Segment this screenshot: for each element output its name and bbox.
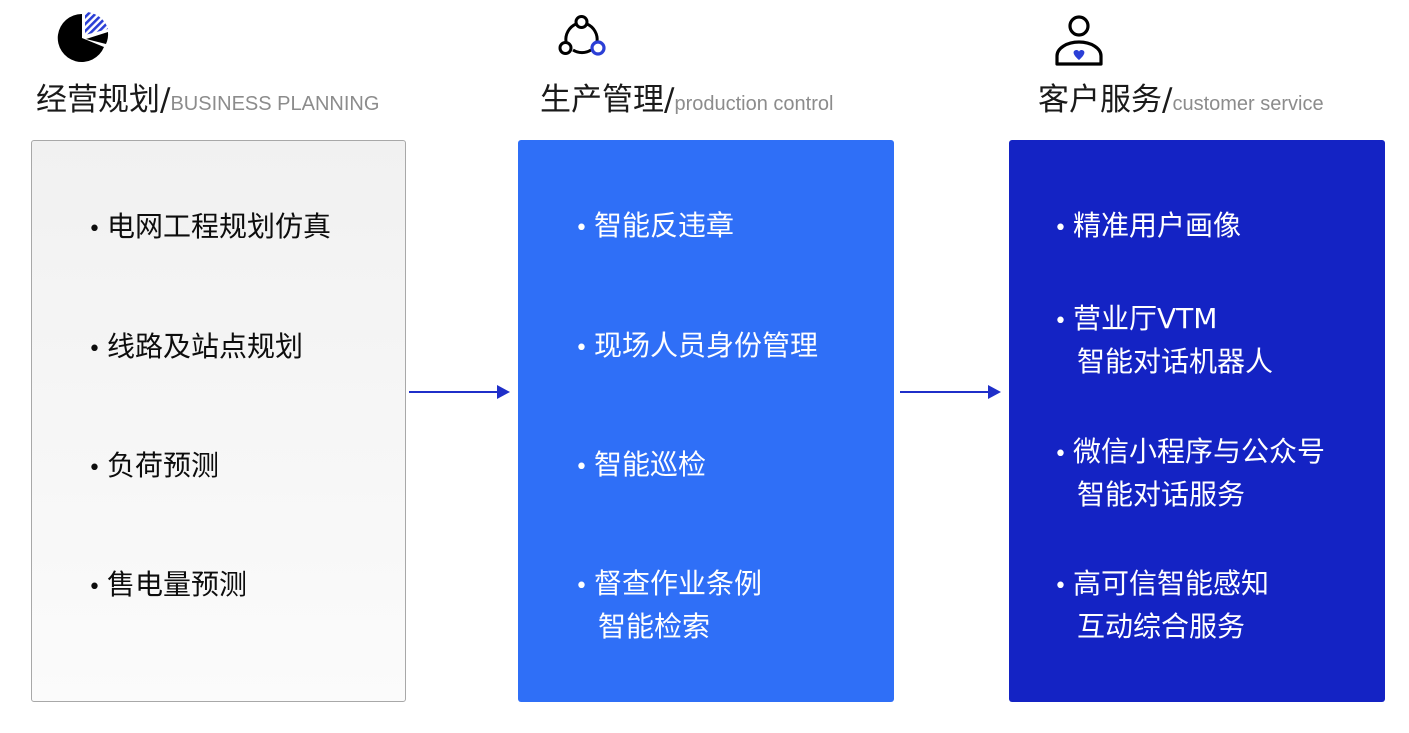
item-text: 现场人员身份管理 [594, 329, 819, 362]
list-item: •智能巡检 [575, 445, 706, 488]
heading-zh: 生产管理/ [540, 82, 675, 118]
bullet: • [88, 575, 101, 600]
item-text: 智能反违章 [594, 209, 735, 242]
item-text-line2: 互动综合服务 [1077, 610, 1246, 643]
heading-zh: 客户服务/ [1038, 82, 1173, 118]
bullet: • [575, 455, 588, 480]
item-text: 营业厅VTM [1073, 302, 1218, 335]
item-text: 精准用户画像 [1073, 209, 1242, 242]
list-item: •售电量预测 [88, 565, 247, 608]
pie-chart-icon [55, 10, 111, 66]
bullet: • [88, 456, 101, 481]
item-text: 负荷预测 [107, 449, 220, 482]
item-text-line2: 智能检索 [598, 610, 711, 643]
panel-customer-service: •精准用户画像 •营业厅VTM 智能对话机器人 •微信小程序与公众号 智能对话服… [1009, 140, 1385, 702]
column-heading-planning: 经营规划/BUSINESS PLANNING [36, 80, 379, 125]
flow-arrow-2 [900, 382, 1002, 402]
list-item: •现场人员身份管理 [575, 326, 818, 369]
heading-en: BUSINESS PLANNING [170, 93, 380, 115]
bullet: • [88, 217, 101, 242]
list-item: •负荷预测 [88, 446, 219, 489]
list-item: •线路及站点规划 [88, 327, 303, 370]
list-item: •精准用户画像 [1054, 206, 1241, 249]
item-text-line2: 智能对话机器人 [1077, 345, 1274, 378]
item-text-line2: 智能对话服务 [1077, 478, 1246, 511]
list-item: •营业厅VTM 智能对话机器人 [1054, 299, 1273, 382]
bullet: • [575, 574, 588, 599]
item-text: 售电量预测 [107, 568, 248, 601]
bullet: • [88, 337, 101, 362]
list-item: •智能反违章 [575, 206, 734, 249]
network-cycle-icon [554, 10, 610, 66]
column-heading-production: 生产管理/production control [540, 80, 833, 125]
item-text: 智能巡检 [594, 448, 707, 481]
heading-en: production control [674, 93, 834, 115]
bullet: • [1054, 442, 1067, 467]
item-text: 线路及站点规划 [107, 330, 304, 363]
bullet: • [1054, 309, 1067, 334]
panel-business-planning: •电网工程规划仿真 •线路及站点规划 •负荷预测 •售电量预测 [31, 140, 406, 702]
list-item: •高可信智能感知 互动综合服务 [1054, 564, 1269, 647]
list-item: •电网工程规划仿真 [88, 207, 331, 250]
bullet: • [575, 216, 588, 241]
column-heading-service: 客户服务/customer service [1038, 80, 1324, 125]
item-text: 督查作业条例 [594, 567, 763, 600]
customer-heart-icon [1051, 10, 1107, 66]
item-text: 电网工程规划仿真 [107, 210, 332, 243]
flow-arrow-1 [409, 382, 511, 402]
heading-zh: 经营规划/ [36, 82, 171, 118]
panel-production-control: •智能反违章 •现场人员身份管理 •智能巡检 •督查作业条例 智能检索 [518, 140, 894, 702]
bullet: • [1054, 574, 1067, 599]
list-item: •微信小程序与公众号 智能对话服务 [1054, 432, 1325, 515]
list-item: •督查作业条例 智能检索 [575, 564, 762, 647]
item-text: 微信小程序与公众号 [1073, 435, 1326, 468]
item-text: 高可信智能感知 [1073, 567, 1270, 600]
bullet: • [575, 336, 588, 361]
bullet: • [1054, 216, 1067, 241]
heading-en: customer service [1172, 93, 1324, 115]
